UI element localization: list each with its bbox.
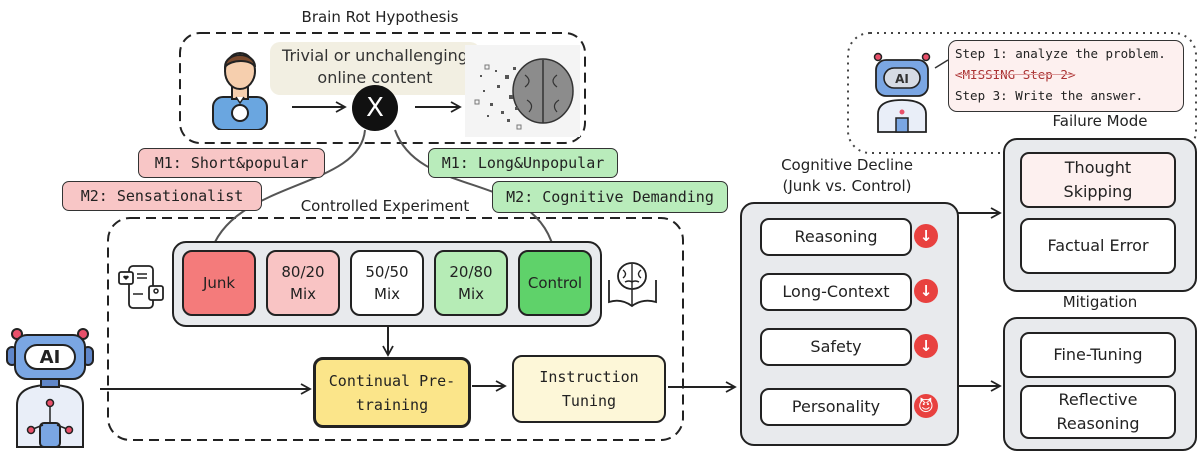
instruction-tuning-stage: Instruction Tuning xyxy=(512,355,666,423)
mix-box-line1: 80/20 xyxy=(281,263,325,281)
pretrain-line1: Continual Pre- xyxy=(328,371,456,390)
decline-title-line1: Cognitive Decline xyxy=(781,156,913,174)
content-description-line2: online content xyxy=(317,68,433,87)
decline-item-reasoning: Reasoning xyxy=(760,218,912,256)
speech-line1: Step 1: analyze the problem. xyxy=(955,46,1166,61)
failure-title: Failure Mode xyxy=(1052,112,1148,130)
control-metric-m1-tag: M1: Long&Unpopular xyxy=(428,148,618,178)
mix-box-line1: Control xyxy=(527,274,583,292)
mix-box-line1: 50/50 xyxy=(365,263,409,281)
decline-item-long-context: Long-Context xyxy=(760,273,912,311)
junk-metric-m1-tag: M1: Short&popular xyxy=(138,148,325,178)
mix-box-line2: Mix xyxy=(374,285,400,303)
failure-item-line1: Thought xyxy=(1064,158,1132,177)
mitigation-item-line1: Fine-Tuning xyxy=(1053,345,1143,364)
down-arrow-icon: ↓ xyxy=(914,334,938,358)
speech-line2: <MISSING Step 2> xyxy=(955,67,1076,82)
down-arrow-icon: ↓ xyxy=(914,224,938,248)
robot-label: AI xyxy=(39,346,61,368)
mitigation-title: Mitigation xyxy=(1062,293,1138,311)
experiment-title: Controlled Experiment xyxy=(300,197,470,215)
mix-box-line1: 20/80 xyxy=(449,263,493,281)
control-metric-m2-tag: M2: Cognitive Demanding xyxy=(492,181,728,213)
decline-item-label: Reasoning xyxy=(794,227,878,246)
down-arrow-icon: ↓ xyxy=(914,279,938,303)
failure-item-line2: Skipping xyxy=(1063,182,1133,201)
mix-box-line1: Junk xyxy=(202,274,236,292)
disintegrating-brain-icon xyxy=(465,45,580,137)
decline-item-label: Personality xyxy=(791,397,881,416)
brain-book-icon xyxy=(608,262,657,308)
decline-item-label: Long-Context xyxy=(782,282,890,301)
failure-item-factual-error: Factual Error xyxy=(1020,218,1176,274)
mix-box-junk: Junk xyxy=(182,250,256,316)
pretrain-line2: training xyxy=(355,395,429,414)
reasoning-speech-bubble: Step 1: analyze the problem. <MISSING St… xyxy=(948,40,1184,112)
continual-pretraining-stage: Continual Pre- training xyxy=(313,357,471,428)
svg-text:AI: AI xyxy=(895,72,909,86)
junk-metric-m2-tag: M2: Sensationalist xyxy=(62,181,262,211)
mitigation-item-fine-tuning: Fine-Tuning xyxy=(1020,332,1176,378)
decline-title: Cognitive Decline (Junk vs. Control) xyxy=(762,155,932,197)
decline-item-personality: Personality xyxy=(760,388,912,426)
speech-line3: Step 3: Write the answer. xyxy=(955,88,1144,103)
instruct-line1: Instruction xyxy=(539,368,639,386)
devil-face-icon: 😈 xyxy=(914,394,938,418)
decline-item-safety: Safety xyxy=(760,328,912,366)
failure-item-line1: Factual Error xyxy=(1047,236,1149,255)
mitigation-item-line2: Reasoning xyxy=(1056,414,1140,433)
mitigation-item-line1: Reflective xyxy=(1058,390,1138,409)
hypothesis-title: Brain Rot Hypothesis xyxy=(301,8,459,26)
x-logo-icon: X xyxy=(352,85,398,131)
mix-box-line2: Mix xyxy=(290,285,316,303)
content-description-line1: Trivial or unchallenging xyxy=(282,46,468,65)
ai-robot-icon xyxy=(6,328,94,448)
decline-title-line2: (Junk vs. Control) xyxy=(782,177,912,195)
speech-tail xyxy=(934,59,949,69)
mix-box-control: Control xyxy=(518,250,592,316)
social-media-icon xyxy=(118,265,164,309)
mix-box-line2: Mix xyxy=(458,285,484,303)
decline-item-label: Safety xyxy=(810,337,862,356)
instruct-line2: Tuning xyxy=(561,392,617,410)
ai-robot-small-icon: AI xyxy=(873,52,931,133)
person-icon xyxy=(212,52,268,130)
